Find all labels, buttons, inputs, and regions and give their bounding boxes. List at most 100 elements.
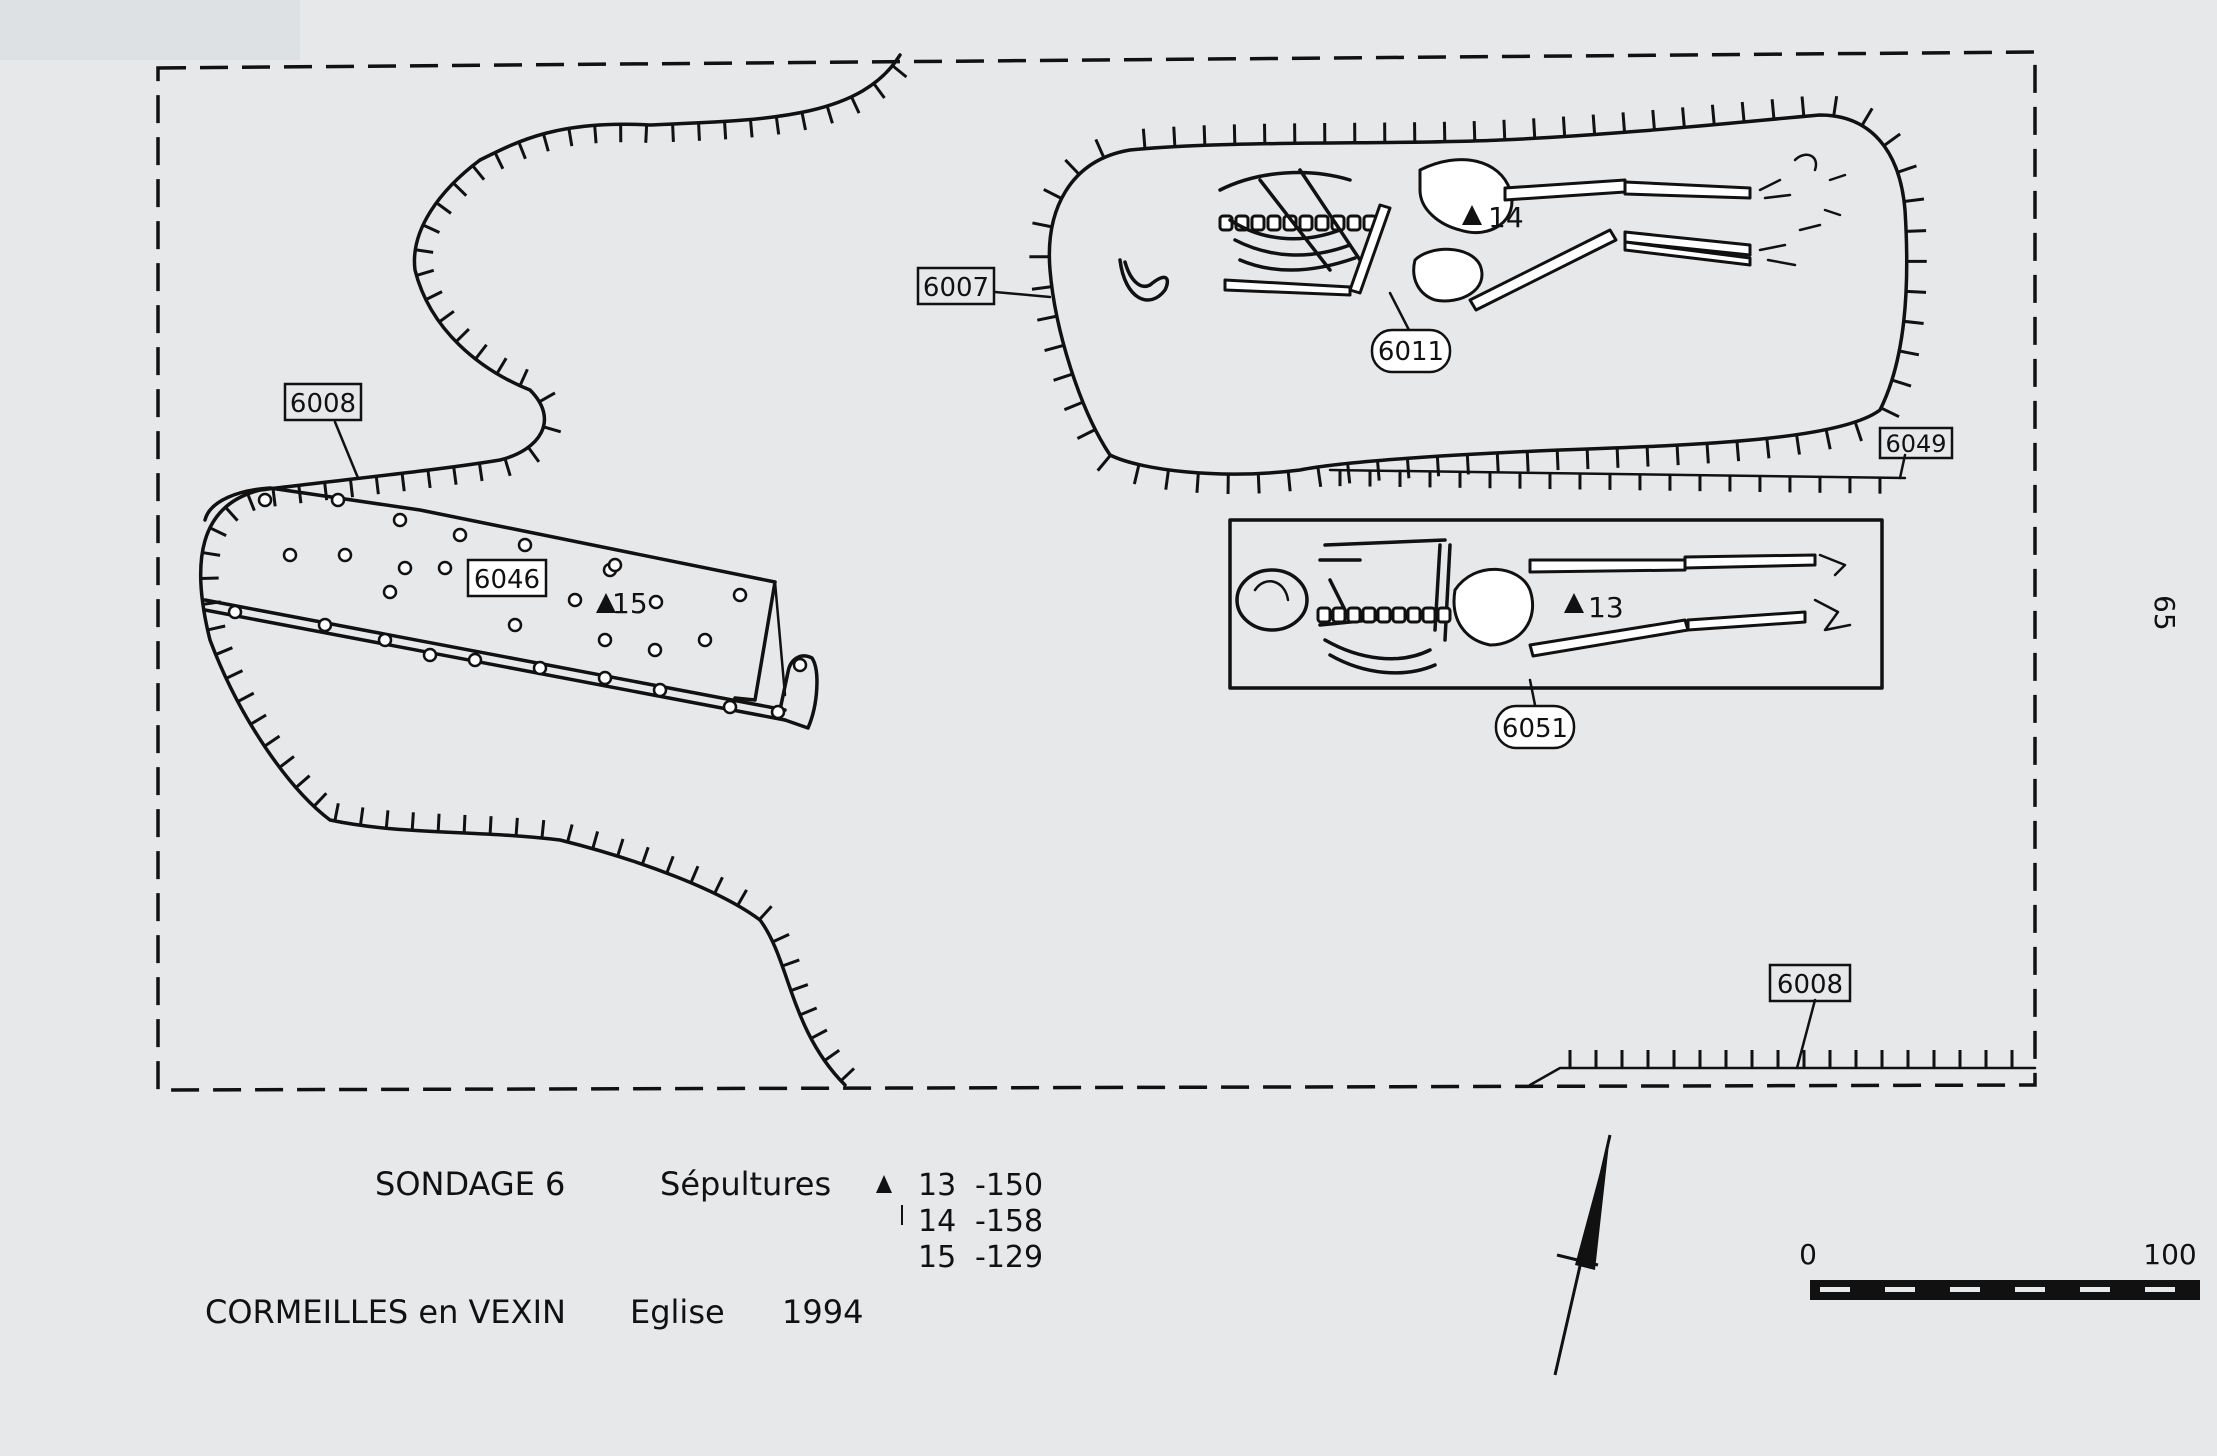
crescent-object [1118,258,1170,302]
nail-hole [697,632,713,648]
hatch-tick [207,624,226,632]
hatch-tick [1164,469,1170,490]
hatch-tick [1883,132,1902,147]
skeleton-burial-14 [1218,153,1847,312]
vertebra [1406,606,1422,624]
nail-hole [227,604,243,620]
nail-hole [722,699,738,715]
hatch-tick [249,713,267,726]
legend-burial-number: 15 [918,1240,956,1275]
nail-hole [532,660,548,676]
hatch-tick [1094,138,1106,159]
hatch-tick [374,476,380,495]
hatch-tick [1710,104,1716,125]
hatch-tick [1898,349,1920,357]
hatch-tick [567,128,574,147]
hatch-tick [271,488,277,507]
hatch-tick [278,755,295,769]
hatch-tick [514,817,519,836]
hatch-tick [471,164,486,181]
hatch-tick [1832,95,1839,117]
nail-hole [732,587,748,603]
hatch-tick [1903,319,1924,326]
leader-6011 [1388,291,1412,334]
hatch-tick [224,506,239,522]
vertebra [1361,606,1377,624]
hatch-tick [1064,158,1081,176]
hatch-tick [477,462,484,482]
nail-hole [467,652,483,668]
hatch-tick [1591,114,1597,135]
hatch-tick [1906,229,1927,233]
hatch-tick [493,151,505,170]
hatch-tick [1651,109,1656,131]
label-6049: 6049 [1878,426,1954,460]
label-6051: 6051 [1494,704,1576,750]
hatch-tick [810,1028,828,1040]
svg-text:6011: 6011 [1378,337,1444,367]
hatch-tick [1770,99,1776,120]
nail-hole [397,560,413,576]
hatch-tick [790,983,809,992]
hatch-tick [518,368,529,387]
hatch-tick [1585,448,1590,470]
vertebra [1421,606,1437,624]
label-6008-right: 6008 [1768,963,1852,1003]
hatch-tick [1063,400,1084,412]
hatch-tick [1032,221,1053,229]
vertebra [1298,214,1314,232]
hatch-tick [823,1049,841,1062]
svg-text:13: 13 [1588,591,1624,624]
legend-burial-number: 13 [918,1168,956,1203]
hatch-tick [774,116,781,135]
nail-hole [648,594,664,610]
hatch-tick [438,310,455,324]
pit-6008-bottom-hatching [1568,1050,2014,1068]
hatch-tick [358,807,365,826]
coffin-nail-holes [227,492,808,720]
hatch-tick [384,810,390,829]
hatch-tick [422,223,441,234]
nail-hole [770,704,786,720]
vertebra [1436,606,1452,624]
hatch-tick [517,141,527,160]
nail-hole [567,592,583,608]
hatch-tick [800,112,807,131]
nail-hole [507,617,523,633]
legend: SONDAGE 6 Sépultures 13-15014-15815-129 … [205,1165,1043,1331]
legend-site: CORMEILLES en VEXIN [205,1293,566,1331]
hatch-tick [1740,101,1746,123]
coffin-6046 [203,486,819,730]
hatch-tick [723,121,728,140]
svg-text:6007: 6007 [923,273,989,303]
legend-building: Eglise [630,1293,725,1331]
hatch-tick [543,425,562,434]
vertebra [1250,214,1266,232]
leader-6008-left [333,420,360,480]
hatch-tick [503,458,512,477]
hatch-tick [713,876,724,895]
hatch-tick [225,669,244,680]
grave-6007-outline [1047,113,1909,476]
hatch-tick [297,485,303,504]
nail-hole [330,492,346,508]
svg-text:6051: 6051 [1502,714,1568,744]
hatch-tick [850,96,861,114]
hatch-tick [671,123,675,143]
hatch-tick [1615,447,1620,468]
hatch-tick [644,124,649,143]
hatch-tick [1891,378,1912,388]
label-6007: 6007 [916,266,996,306]
hatch-tick [1405,458,1411,479]
vertebra [1218,214,1234,232]
nail-hole [282,547,298,563]
hatch-tick [1195,472,1200,493]
legend-triangle-icon [876,1175,892,1193]
svg-text:6046: 6046 [474,565,540,595]
hatch-tick [1735,441,1741,462]
vertebra [1331,606,1347,624]
scale-segment [2080,1287,2110,1292]
nail-hole [392,512,408,528]
hatch-tick [455,328,470,343]
svg-text:6008: 6008 [290,389,356,419]
